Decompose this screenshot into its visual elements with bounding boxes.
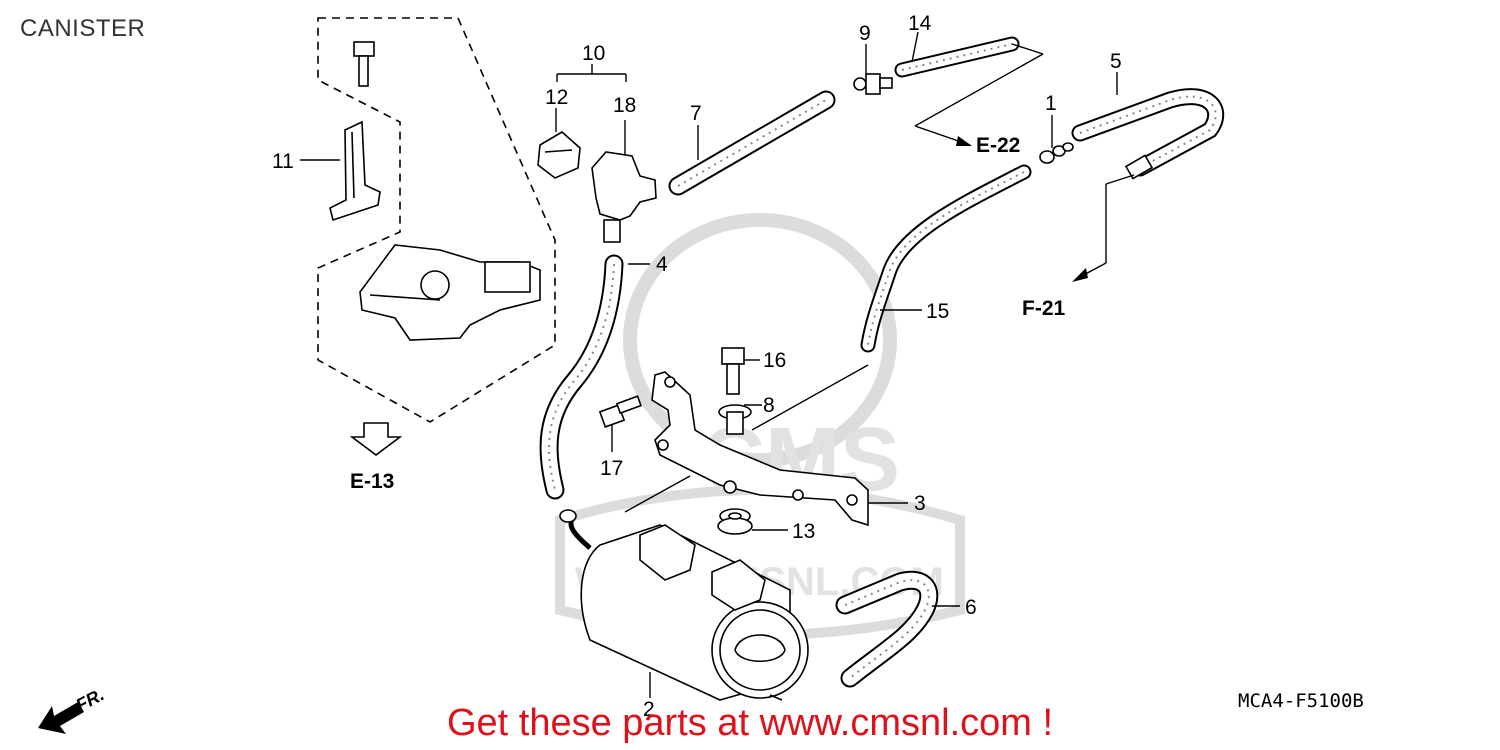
hose-5-connector xyxy=(1124,154,1154,180)
arrow-down-icon xyxy=(349,422,403,456)
callout-11: 11 xyxy=(272,150,294,173)
assembly-dashed-outline xyxy=(317,17,556,423)
callout-13: 13 xyxy=(792,520,815,543)
reference-f21: F-21 xyxy=(1022,297,1066,320)
callout-15: 15 xyxy=(926,300,949,323)
arrow-front-icon xyxy=(38,702,84,734)
page-title: CANISTER xyxy=(20,15,146,42)
part-3-bracket xyxy=(651,371,869,527)
diagram-code: MCA4-F5100B xyxy=(1238,690,1364,712)
reference-e13: E-13 xyxy=(350,470,394,493)
arrow-f21-icon xyxy=(1072,268,1088,282)
part-2-canister xyxy=(559,509,809,701)
grommet-13 xyxy=(717,508,753,535)
bolt-upper xyxy=(353,41,375,87)
callout-1: 1 xyxy=(1045,92,1057,115)
callout-17: 17 xyxy=(600,457,623,480)
callout-18: 18 xyxy=(613,94,636,117)
callout-6: 6 xyxy=(965,596,977,619)
callout-10: 10 xyxy=(582,42,605,65)
leader-f21 xyxy=(1077,174,1135,279)
callout-16: 16 xyxy=(763,349,786,372)
reference-e22: E-22 xyxy=(976,134,1020,157)
callout-9: 9 xyxy=(859,22,871,45)
bolt-17 xyxy=(598,395,643,428)
part-9-fitting xyxy=(853,73,893,95)
promo-link-text[interactable]: Get these parts at www.cmsnl.com ! xyxy=(446,702,1054,744)
callout-12: 12 xyxy=(545,86,568,109)
callout-8: 8 xyxy=(763,394,775,417)
part-actuator-unit xyxy=(359,244,541,341)
callout-3: 3 xyxy=(914,492,926,515)
part-18-solenoid-valve xyxy=(591,151,657,243)
bolt-16 xyxy=(721,347,745,395)
callout-4: 4 xyxy=(656,253,668,276)
callout-7: 7 xyxy=(690,102,702,125)
arrow-e22-icon xyxy=(956,136,972,146)
part-1-clip xyxy=(1039,142,1074,164)
callout-10-bracket xyxy=(556,64,627,155)
leader-lines xyxy=(300,31,1118,698)
collar-8 xyxy=(718,404,752,435)
callout-14: 14 xyxy=(908,12,932,35)
part-12-cap xyxy=(537,131,581,179)
callout-5: 5 xyxy=(1110,50,1122,73)
callout-2: 2 xyxy=(643,698,655,721)
part-11-bracket xyxy=(329,120,381,222)
